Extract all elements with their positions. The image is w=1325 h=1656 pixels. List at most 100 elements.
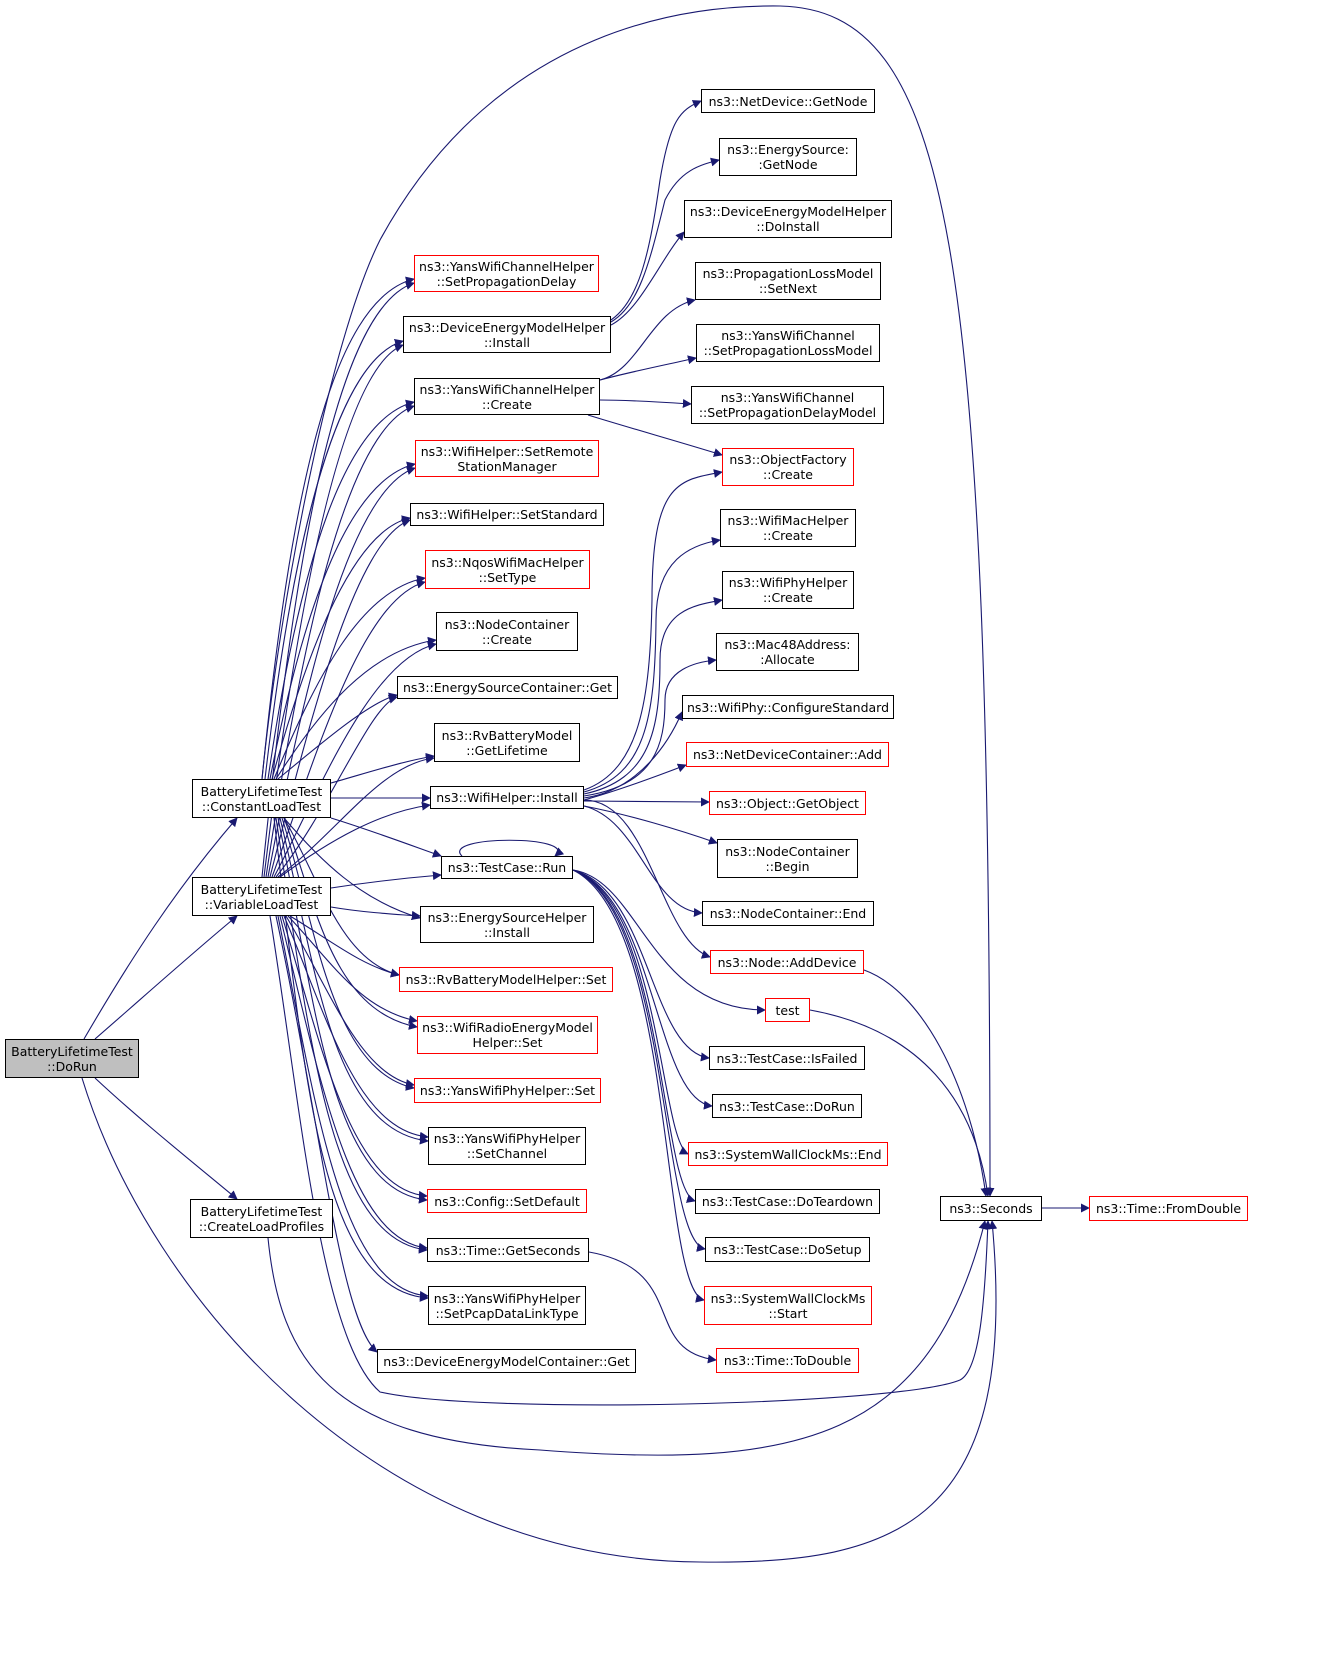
node-label-line: ns3::WifiHelper::SetStandard — [416, 507, 598, 522]
node-testcase-isfailed[interactable]: ns3::TestCase::IsFailed — [709, 1046, 865, 1070]
edge-vl_run — [330, 871, 442, 889]
node-nodecontainer-create[interactable]: ns3::NodeContainer::Create — [436, 612, 578, 651]
node-wifihelper-install[interactable]: ns3::WifiHelper::Install — [430, 786, 584, 809]
edge-wi_ncbegin — [583, 805, 718, 845]
node-nodecontainer-begin[interactable]: ns3::NodeContainer::Begin — [717, 839, 858, 878]
edge-vl_demcget — [275, 915, 378, 1353]
node-label-line: ns3::SystemWallClockMs::End — [694, 1146, 882, 1162]
node-label-line: ::SetPropagationDelay — [436, 273, 577, 289]
edge-vl_setchannel — [283, 915, 429, 1141]
node-label-line: ::DoRun — [47, 1058, 97, 1074]
node-label-line: ns3::YansWifiPhyHelper::Set — [419, 1083, 596, 1098]
edge-cl_yanscreate — [267, 399, 415, 780]
edge-wi_mac48 — [583, 656, 717, 797]
node-netdevicecontainer-add[interactable]: ns3::NetDeviceContainer::Add — [686, 742, 889, 767]
node-label-line: ns3::NetDeviceContainer::Add — [693, 747, 882, 762]
node-label-line: ns3::DeviceEnergyModelHelper — [689, 204, 887, 219]
node-energysource-getnode[interactable]: ns3::EnergySource::GetNode — [719, 138, 857, 176]
node-object-getobject[interactable]: ns3::Object::GetObject — [709, 791, 866, 815]
node-label-line: ns3::YansWifiChannelHelper — [419, 258, 594, 274]
node-deviceenergymodelhelper-doinstall[interactable]: ns3::DeviceEnergyModelHelper::DoInstall — [684, 200, 892, 238]
edge-yc_setdelay — [599, 398, 692, 408]
node-deviceenergymodelhelper-install[interactable]: ns3::DeviceEnergyModelHelper::Install — [403, 316, 611, 353]
node-label-line: ns3::YansWifiChannel — [720, 390, 855, 405]
node-propagationlossmodel-setnext[interactable]: ns3::PropagationLossModel::SetNext — [695, 262, 881, 300]
node-label-line: ns3::TestCase::Run — [447, 860, 567, 875]
edge-vl_radio — [287, 915, 418, 1024]
edge-vl_pcap — [277, 915, 429, 1300]
node-systemwallclockms-end[interactable]: ns3::SystemWallClockMs::End — [688, 1142, 888, 1166]
edge-demi_doinstall — [610, 231, 685, 326]
node-yanswifichannelhelper-setpropagationdelay[interactable]: ns3::YansWifiChannelHelper::SetPropagati… — [414, 255, 599, 292]
node-time-getseconds[interactable]: ns3::Time::GetSeconds — [427, 1238, 589, 1262]
node-mac48address-allocate[interactable]: ns3::Mac48Address::Allocate — [716, 633, 859, 671]
node-seconds[interactable]: ns3::Seconds — [940, 1196, 1042, 1221]
node-node-adddevice[interactable]: ns3::Node::AddDevice — [710, 950, 864, 974]
node-label-line: ns3::Time::FromDouble — [1095, 1201, 1242, 1216]
node-dorun[interactable]: BatteryLifetimeTest::DoRun — [5, 1039, 139, 1078]
node-energysourcecontainer-get[interactable]: ns3::EnergySourceContainer::Get — [397, 676, 618, 699]
edge-wi_configstd — [583, 711, 683, 799]
edge-run_setup — [572, 869, 706, 1252]
node-label-line: ns3::Node::AddDevice — [717, 954, 857, 970]
edge-cl_pcap — [273, 817, 429, 1302]
node-config-setdefault[interactable]: ns3::Config::SetDefault — [427, 1189, 587, 1213]
node-netdevice-getnode[interactable]: ns3::NetDevice::GetNode — [701, 89, 875, 113]
edge-run_swcstart — [572, 869, 705, 1303]
node-create-load-profiles[interactable]: BatteryLifetimeTest::CreateLoadProfiles — [190, 1199, 333, 1238]
node-nodecontainer-end[interactable]: ns3::NodeContainer::End — [702, 901, 874, 926]
node-label-line: ns3::SystemWallClockMs — [710, 1290, 866, 1306]
node-label-line: ns3::NodeContainer::End — [709, 906, 867, 921]
node-label-line: ns3::YansWifiChannelHelper — [419, 381, 595, 397]
node-yanswifichannelhelper-create[interactable]: ns3::YansWifiChannelHelper::Create — [414, 378, 600, 415]
node-testcase-doteardown[interactable]: ns3::TestCase::DoTeardown — [695, 1189, 880, 1214]
node-test[interactable]: test — [765, 998, 810, 1022]
node-constant-load-test[interactable]: BatteryLifetimeTest::ConstantLoadTest — [192, 779, 331, 818]
node-wifimachelper-create[interactable]: ns3::WifiMacHelper::Create — [720, 509, 856, 547]
edge-wi_ndcadd — [583, 763, 687, 801]
node-rvbatterymodelhelper-set[interactable]: ns3::RvBatteryModelHelper::Set — [399, 967, 613, 992]
edge-demi_esgetnode — [610, 157, 720, 323]
node-label-line: ::SetType — [478, 569, 537, 585]
edge-wi_phycreate — [583, 597, 723, 795]
edge-vl_setprop — [261, 281, 415, 878]
edge-wi_ncend — [583, 805, 703, 918]
node-label-line: ::Begin — [765, 858, 810, 874]
node-wifiphy-configurestandard[interactable]: ns3::WifiPhy::ConfigureStandard — [682, 695, 894, 719]
edge-cl_yansset — [281, 817, 415, 1091]
node-label-line: ns3::TestCase::DoSetup — [713, 1242, 862, 1257]
node-label-line: ::Install — [483, 924, 531, 940]
node-yanswifichannel-setpropagationdelaymodel[interactable]: ns3::YansWifiChannel::SetPropagationDela… — [691, 386, 884, 424]
edge-test_seconds — [809, 1009, 992, 1197]
node-nqoswifimachelper-settype[interactable]: ns3::NqosWifiMacHelper::SetType — [425, 550, 590, 589]
edge-yc_objcreate — [587, 414, 723, 457]
node-deviceenergymodelcontainer-get[interactable]: ns3::DeviceEnergyModelContainer::Get — [377, 1349, 636, 1373]
edge-run_self — [459, 839, 565, 857]
node-wifiphyhelper-create[interactable]: ns3::WifiPhyHelper::Create — [722, 571, 854, 609]
node-yanswifiphyhelper-setpcapdatalinktype[interactable]: ns3::YansWifiPhyHelper::SetPcapDataLinkT… — [428, 1286, 586, 1325]
edge-dorun_variable — [94, 915, 238, 1040]
node-testcase-run[interactable]: ns3::TestCase::Run — [441, 856, 573, 879]
node-systemwallclockms-start[interactable]: ns3::SystemWallClockMs::Start — [704, 1286, 872, 1325]
node-yanswifichannel-setpropagationlossmodel[interactable]: ns3::YansWifiChannel::SetPropagationLoss… — [696, 324, 880, 362]
edge-wi_objcreate — [583, 469, 723, 791]
edge-dorun_createprofiles — [94, 1077, 238, 1200]
edge-vl_install — [279, 801, 431, 878]
node-label-line: BatteryLifetimeTest — [11, 1043, 133, 1059]
node-rvbatterymodel-getlifetime[interactable]: ns3::RvBatteryModel::GetLifetime — [434, 723, 580, 762]
edge-vl_getseconds — [279, 915, 428, 1252]
node-testcase-dorun[interactable]: ns3::TestCase::DoRun — [712, 1094, 862, 1118]
node-energysourcehelper-install[interactable]: ns3::EnergySourceHelper::Install — [420, 906, 594, 943]
node-testcase-dosetup[interactable]: ns3::TestCase::DoSetup — [705, 1237, 870, 1262]
node-yanswifiphyhelper-set[interactable]: ns3::YansWifiPhyHelper::Set — [414, 1078, 601, 1103]
node-variable-load-test[interactable]: BatteryLifetimeTest::VariableLoadTest — [192, 877, 331, 916]
node-label-line: ns3::YansWifiChannel — [721, 328, 855, 343]
node-yanswifiphyhelper-setchannel[interactable]: ns3::YansWifiPhyHelper::SetChannel — [428, 1127, 586, 1165]
node-objectfactory-create[interactable]: ns3::ObjectFactory::Create — [722, 448, 854, 486]
node-time-todouble[interactable]: ns3::Time::ToDouble — [716, 1348, 859, 1373]
node-time-fromdouble[interactable]: ns3::Time::FromDouble — [1089, 1196, 1248, 1221]
node-wifihelper-setstandard[interactable]: ns3::WifiHelper::SetStandard — [410, 503, 604, 526]
node-label-line: ns3::Config::SetDefault — [434, 1193, 580, 1209]
